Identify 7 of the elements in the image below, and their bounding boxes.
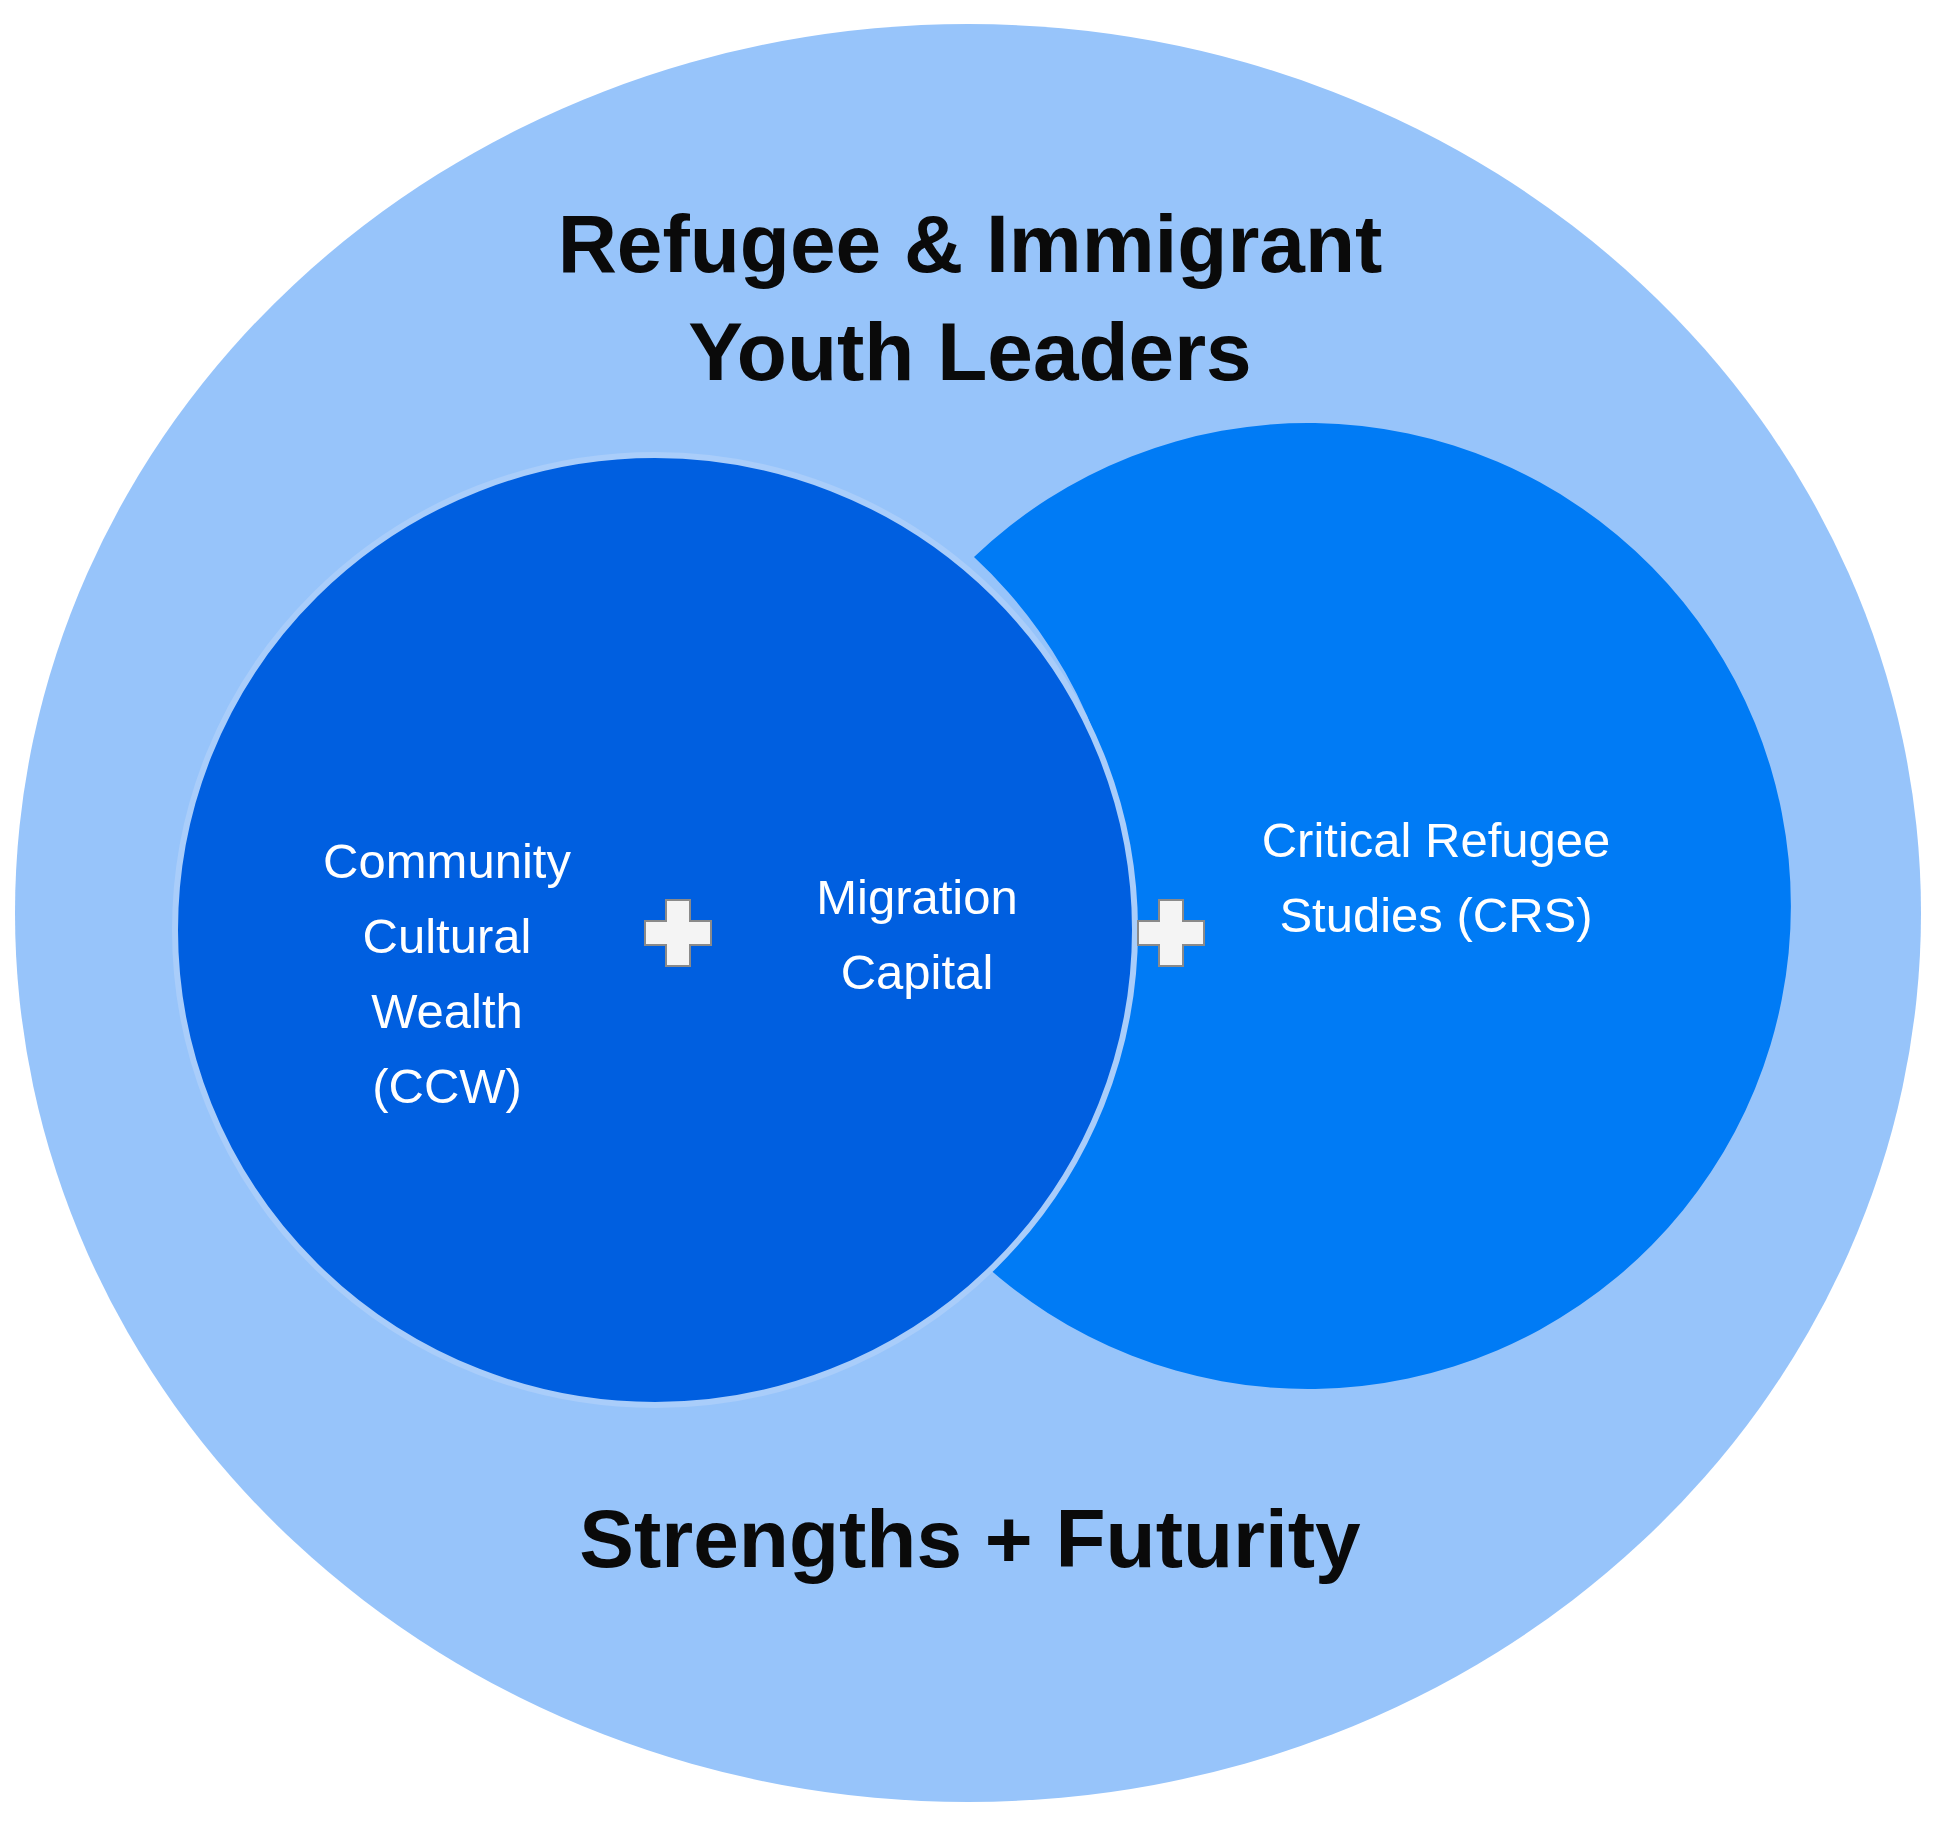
- heading: Refugee & Immigrant Youth Leaders: [556, 197, 1384, 399]
- ellipse-region: [15, 24, 1921, 1802]
- region-label: Migration Capital: [815, 869, 1019, 1001]
- ellipse-region: [172, 452, 1138, 1408]
- region-label: Critical Refugee Studies (CRS): [1260, 812, 1612, 944]
- region-label: Community Cultural Wealth (CCW): [322, 833, 572, 1115]
- subheading: Strengths + Futurity: [578, 1492, 1362, 1586]
